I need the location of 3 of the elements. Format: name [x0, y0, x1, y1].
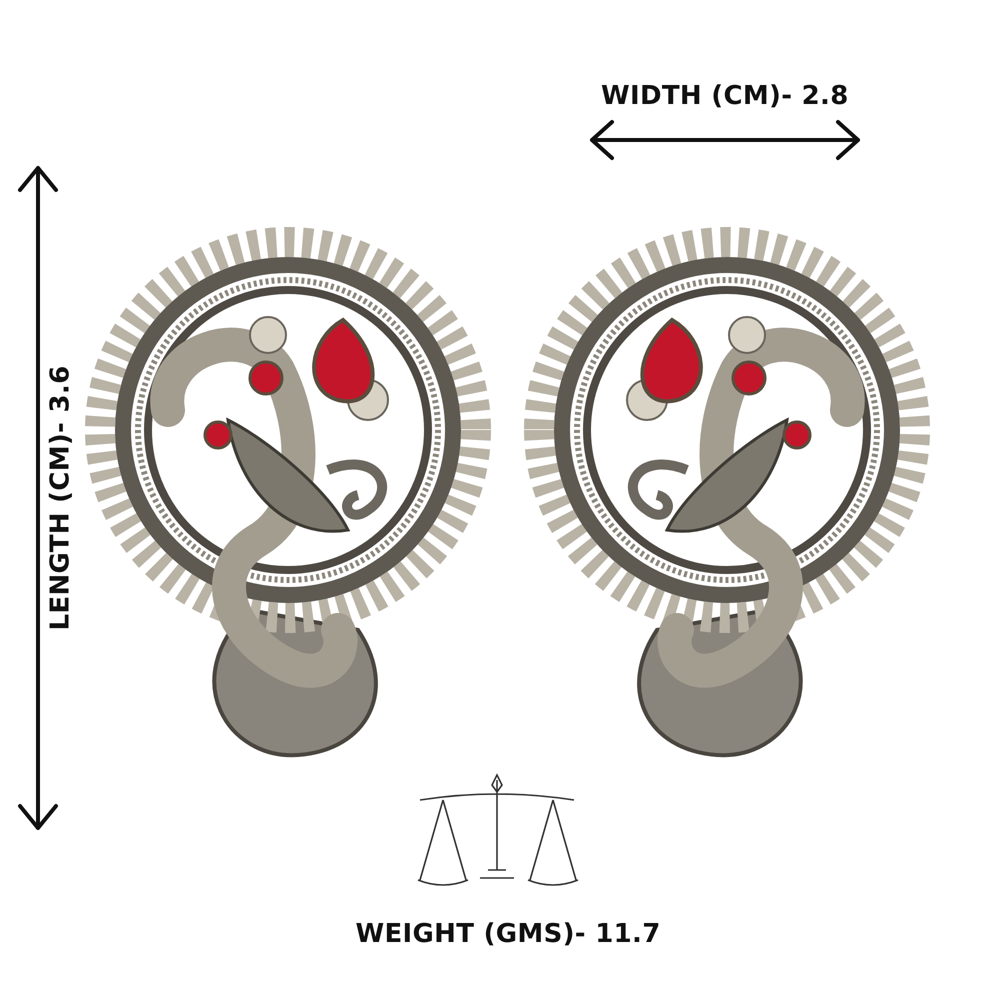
dimension-label: WIDTH (CM)- 2.8 [601, 81, 849, 111]
dimension-label: LENGTH (CM)- 3.6 [44, 366, 75, 630]
dimension-label: WEIGHT (GMS)- 11.7 [356, 919, 661, 949]
